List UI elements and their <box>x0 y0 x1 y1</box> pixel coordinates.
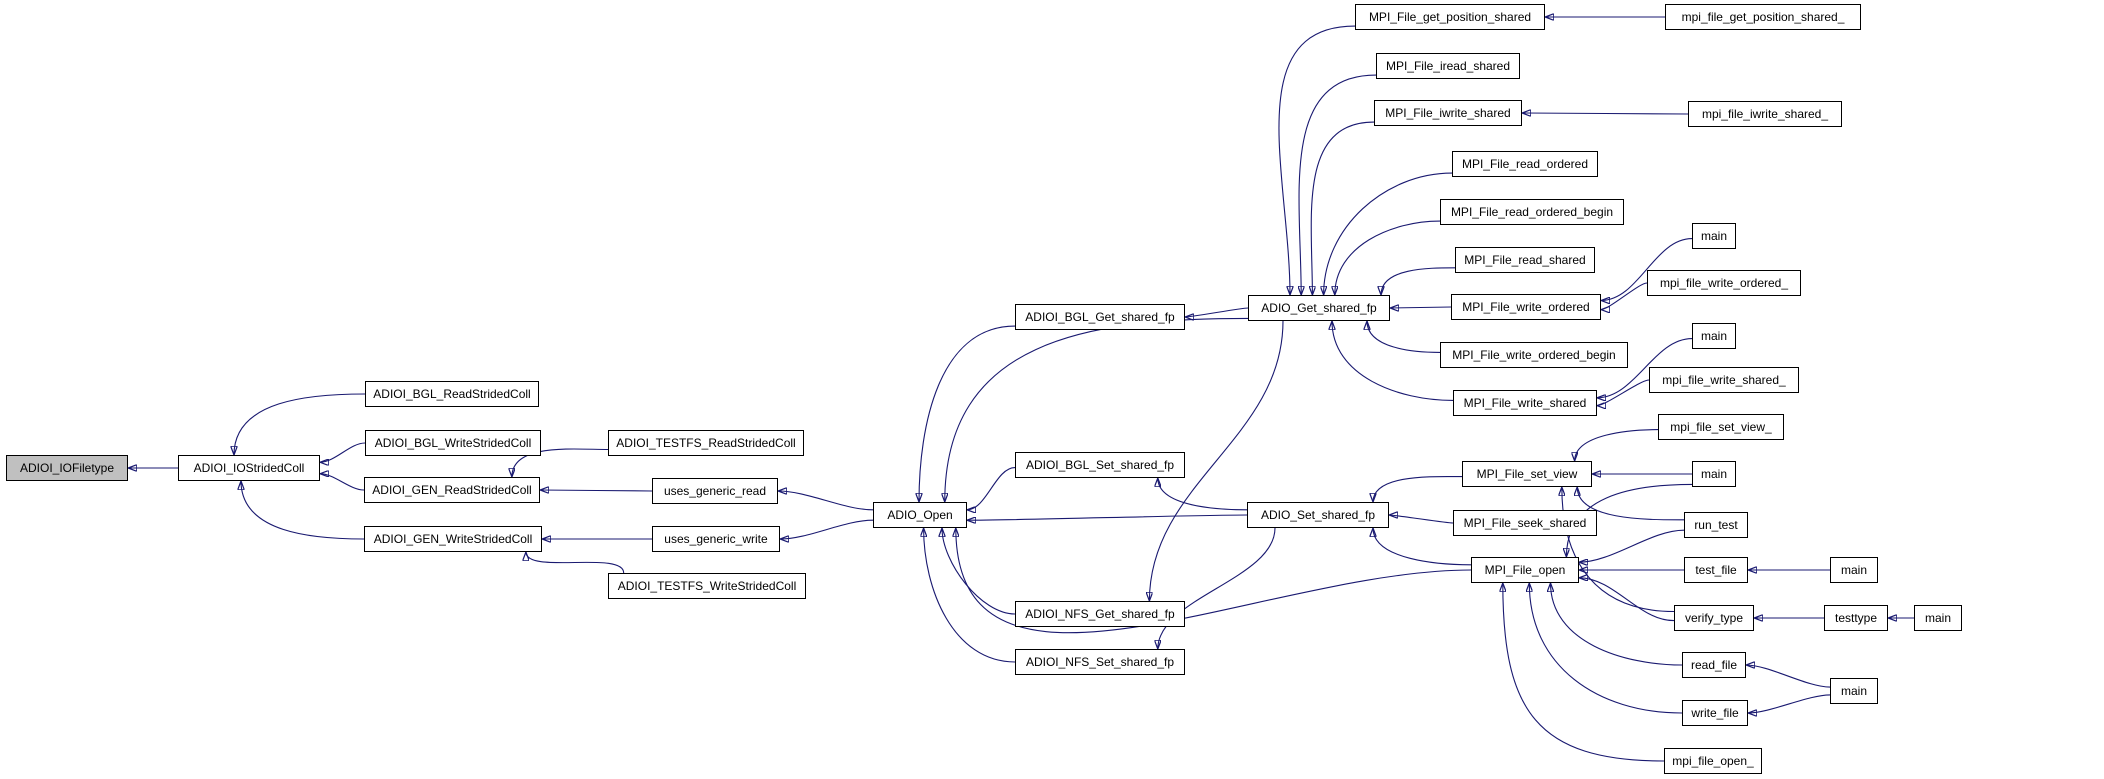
edge-mpi-file-set-view--to-mpi-file-set-view <box>1575 429 1659 462</box>
edge-main-sv-to-mpi-file-open <box>1566 483 1693 557</box>
graph-node-mpi-file-get-position-shared[interactable]: MPI_File_get_position_shared <box>1355 4 1545 30</box>
edge-read-file-to-mpi-file-open <box>1551 583 1683 666</box>
graph-node-adio-set-shared-fp[interactable]: ADIO_Set_shared_fp <box>1247 502 1389 528</box>
edge-main-wo-to-mpi-file-write-ordered <box>1601 238 1693 301</box>
edge-adioi-testfs-writestridedcoll-to-adioi-gen-writestridedcoll <box>526 551 625 574</box>
graph-node-mpi-file-get-position-shared-[interactable]: mpi_file_get_position_shared_ <box>1665 4 1861 30</box>
graph-node-uses-generic-read[interactable]: uses_generic_read <box>652 478 778 504</box>
edge-mpi-file-read-ordered-begin-to-adio-get-shared-fp <box>1335 220 1441 295</box>
edge-adioi-nfs-set-shared-fp-to-adio-open <box>924 528 1016 663</box>
graph-node-mpi-file-read-ordered[interactable]: MPI_File_read_ordered <box>1452 151 1598 177</box>
edge-mpi-file-iwrite-shared--to-mpi-file-iwrite-shared <box>1522 113 1689 114</box>
edge-mpi-file-iread-shared-to-adio-get-shared-fp <box>1299 74 1377 295</box>
edge-mpi-file-read-ordered-to-adio-get-shared-fp <box>1324 172 1453 295</box>
edge-adio-set-shared-fp-to-adioi-bgl-set-shared-fp <box>1158 477 1248 511</box>
graph-node-adioi-nfs-set-shared-fp[interactable]: ADIOI_NFS_Set_shared_fp <box>1015 649 1185 675</box>
graph-node-mpi-file-seek-shared[interactable]: MPI_File_seek_shared <box>1453 510 1597 536</box>
graph-node-run-test[interactable]: run_test <box>1684 512 1748 538</box>
graph-node-mpi-file-write-ordered-begin[interactable]: MPI_File_write_ordered_begin <box>1440 342 1628 368</box>
graph-node-adioi-bgl-set-shared-fp[interactable]: ADIOI_BGL_Set_shared_fp <box>1015 452 1185 478</box>
edge-mpi-file-get-position-shared-to-adio-get-shared-fp <box>1278 25 1356 295</box>
edge-mpi-file-open-to-adio-open <box>956 528 1472 634</box>
edge-adioi-testfs-readstridedcoll-to-adioi-gen-readstridedcoll <box>512 448 609 477</box>
graph-node-main-sv[interactable]: main <box>1692 461 1736 487</box>
edge-adioi-nfs-get-shared-fp-to-adio-open <box>942 528 1016 615</box>
graph-node-main-tf[interactable]: main <box>1830 557 1878 583</box>
edge-run-test-to-mpi-file-open <box>1579 529 1685 562</box>
edge-mpi-file-write-ordered-to-adio-get-shared-fp <box>1390 307 1452 308</box>
edge-main-rw-to-read-file <box>1746 665 1831 688</box>
edge-write-file-to-mpi-file-open <box>1529 583 1683 714</box>
graph-node-adio-get-shared-fp[interactable]: ADIO_Get_shared_fp <box>1248 295 1390 321</box>
graph-node-adio-open[interactable]: ADIO_Open <box>873 502 967 528</box>
graph-node-mpi-file-iwrite-shared[interactable]: MPI_File_iwrite_shared <box>1374 100 1522 126</box>
edge-adioi-bgl-readstridedcoll-to-adioi-iostridedcoll <box>234 393 366 455</box>
edge-adioi-bgl-get-shared-fp-to-adio-open <box>919 325 1016 502</box>
graph-node-adioi-iofiletype[interactable]: ADIOI_IOFiletype <box>6 455 128 481</box>
graph-node-mpi-file-set-view-[interactable]: mpi_file_set_view_ <box>1658 414 1784 440</box>
graph-node-adioi-testfs-readstridedcoll[interactable]: ADIOI_TESTFS_ReadStridedColl <box>608 430 804 456</box>
graph-node-mpi-file-write-ordered[interactable]: MPI_File_write_ordered <box>1451 294 1601 320</box>
graph-node-adioi-gen-readstridedcoll[interactable]: ADIOI_GEN_ReadStridedColl <box>364 477 540 503</box>
graph-node-adioi-bgl-get-shared-fp[interactable]: ADIOI_BGL_Get_shared_fp <box>1015 304 1185 330</box>
edge-main-ws-to-mpi-file-write-shared <box>1597 338 1693 398</box>
edge-adioi-gen-readstridedcoll-to-adioi-iostridedcoll <box>319 474 365 491</box>
graph-node-mpi-file-iwrite-shared-[interactable]: mpi_file_iwrite_shared_ <box>1688 101 1842 127</box>
graph-node-test-file[interactable]: test_file <box>1684 557 1748 583</box>
graph-node-testtype[interactable]: testtype <box>1824 605 1888 631</box>
graph-node-adioi-iostridedcoll[interactable]: ADIOI_IOStridedColl <box>178 455 320 481</box>
edge-mpi-file-write-ordered-begin-to-adio-get-shared-fp <box>1367 320 1441 353</box>
graph-node-mpi-file-open-[interactable]: mpi_file_open_ <box>1664 748 1762 774</box>
graph-node-mpi-file-read-shared[interactable]: MPI_File_read_shared <box>1455 247 1595 273</box>
graph-node-adioi-bgl-readstridedcoll[interactable]: ADIOI_BGL_ReadStridedColl <box>365 381 539 407</box>
edge-adio-set-shared-fp-to-adioi-nfs-set-shared-fp <box>1158 527 1276 649</box>
edge-mpi-file-open--to-mpi-file-open <box>1503 583 1665 762</box>
graph-node-mpi-file-write-shared[interactable]: MPI_File_write_shared <box>1453 390 1597 416</box>
edge-run-test-to-mpi-file-set-view <box>1577 487 1685 521</box>
graph-node-main-ws[interactable]: main <box>1692 323 1736 349</box>
edge-verify-type-to-mpi-file-open <box>1579 578 1675 622</box>
edge-adio-open-to-uses-generic-read <box>778 491 874 511</box>
graph-node-mpi-file-read-ordered-begin[interactable]: MPI_File_read_ordered_begin <box>1440 199 1624 225</box>
graph-node-uses-generic-write[interactable]: uses_generic_write <box>652 526 780 552</box>
graph-node-mpi-file-write-shared-[interactable]: mpi_file_write_shared_ <box>1649 367 1799 393</box>
graph-node-main-wo[interactable]: main <box>1692 223 1736 249</box>
graph-node-mpi-file-open[interactable]: MPI_File_open <box>1471 557 1579 583</box>
edge-mpi-file-write-ordered--to-mpi-file-write-ordered <box>1600 282 1648 310</box>
edge-adio-get-shared-fp-to-adioi-bgl-get-shared-fp <box>1184 307 1249 317</box>
edge-mpi-file-seek-shared-to-adio-set-shared-fp <box>1388 515 1454 524</box>
graph-node-mpi-file-set-view[interactable]: MPI_File_set_view <box>1462 461 1592 487</box>
graph-node-adioi-testfs-writestridedcoll[interactable]: ADIOI_TESTFS_WriteStridedColl <box>608 573 806 599</box>
edge-mpi-file-set-view-to-adio-set-shared-fp <box>1373 475 1463 503</box>
graph-node-adioi-gen-writestridedcoll[interactable]: ADIOI_GEN_WriteStridedColl <box>364 526 542 552</box>
graph-node-mpi-file-write-ordered-[interactable]: mpi_file_write_ordered_ <box>1647 270 1801 296</box>
graph-node-adioi-nfs-get-shared-fp[interactable]: ADIOI_NFS_Get_shared_fp <box>1015 601 1185 627</box>
graph-node-mpi-file-iread-shared[interactable]: MPI_File_iread_shared <box>1376 53 1520 79</box>
edge-uses-generic-read-to-adioi-gen-readstridedcoll <box>540 490 653 491</box>
graph-node-adioi-bgl-writestridedcoll[interactable]: ADIOI_BGL_WriteStridedColl <box>365 430 541 456</box>
edge-adioi-bgl-writestridedcoll-to-adioi-iostridedcoll <box>319 442 366 462</box>
edge-mpi-file-write-shared--to-mpi-file-write-shared <box>1596 379 1650 406</box>
edge-mpi-file-open-to-adio-set-shared-fp <box>1373 528 1472 566</box>
graph-node-main-rw[interactable]: main <box>1830 678 1878 704</box>
edge-adio-set-shared-fp-to-adio-open <box>967 514 1248 520</box>
graph-node-verify-type[interactable]: verify_type <box>1674 605 1754 631</box>
edge-adio-open-to-uses-generic-write <box>780 519 874 539</box>
edge-mpi-file-write-shared-to-adio-get-shared-fp <box>1332 321 1454 401</box>
graph-node-main-tt[interactable]: main <box>1914 605 1962 631</box>
graph-node-read-file[interactable]: read_file <box>1682 652 1746 678</box>
edge-main-rw-to-write-file <box>1748 694 1831 713</box>
graph-node-write-file[interactable]: write_file <box>1682 700 1748 726</box>
edge-adio-get-shared-fp-to-adioi-nfs-get-shared-fp <box>1149 320 1284 601</box>
edge-adioi-gen-writestridedcoll-to-adioi-iostridedcoll <box>241 481 365 540</box>
edge-mpi-file-read-shared-to-adio-get-shared-fp <box>1381 267 1456 296</box>
edge-adioi-bgl-set-shared-fp-to-adio-open <box>966 467 1016 510</box>
edge-mpi-file-iwrite-shared-to-adio-get-shared-fp <box>1311 121 1375 295</box>
